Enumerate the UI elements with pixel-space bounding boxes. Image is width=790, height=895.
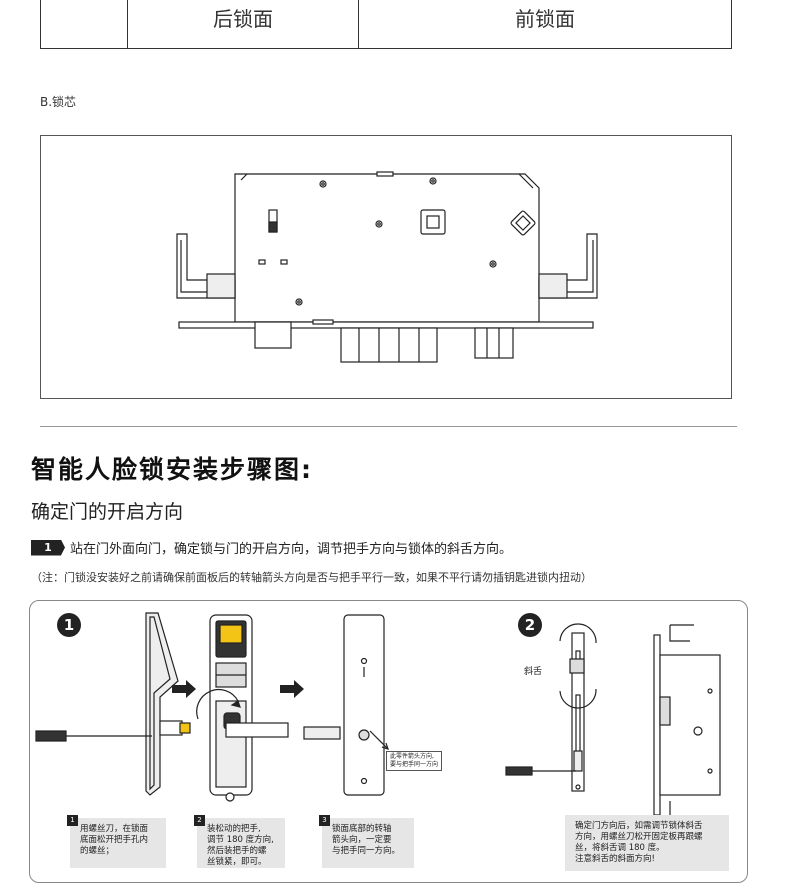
step-number-badge: 1 xyxy=(31,539,65,556)
panel-1-number: 1 xyxy=(57,613,81,637)
caption-1-line-3: 的螺丝； xyxy=(80,846,115,856)
caption-4-line-2: 方向，用螺丝刀松开固定板再跟螺 xyxy=(575,832,703,842)
installation-diagram: 1 2 斜舌 此零件箭头方向, 要与把手同一方向 1 用螺丝刀，在锁面 底面松开… xyxy=(29,600,748,883)
lock-face-table: 后锁面 前锁面 xyxy=(40,0,732,49)
lock-body-illustration xyxy=(176,171,598,363)
callout-line-1: 此零件箭头方向, xyxy=(390,753,434,760)
caption-4-line-3: 丝，将斜舌调 180 度。 xyxy=(575,843,665,853)
installation-illustration xyxy=(35,612,721,818)
caption-2-line-2: 调节 180 度方向, xyxy=(207,835,274,845)
caption-4-line-1: 确定门方向后，如需调节锁体斜舌 xyxy=(575,821,703,831)
caption-4: 确定门方向后，如需调节锁体斜舌 方向，用螺丝刀松开固定板再跟螺 丝，将斜舌调 1… xyxy=(565,815,729,871)
table-header-back-face: 后锁面 xyxy=(128,0,359,48)
page-subtitle: 确定门的开启方向 xyxy=(31,501,184,523)
caption-3-line-3: 与把手同一方向。 xyxy=(332,846,401,856)
callout-line-2: 要与把手同一方向 xyxy=(390,761,439,768)
latch-label: 斜舌 xyxy=(524,667,543,677)
caption-2-line-1: 装松动的把手, xyxy=(207,824,261,834)
caption-1-line-1: 用螺丝刀，在锁面 xyxy=(80,824,149,834)
caption-3-line-1: 锁面底部的转轴 xyxy=(332,824,392,834)
section-divider xyxy=(40,426,737,427)
caption-1-number: 1 xyxy=(67,815,78,826)
step-1-text: 站在门外面向门，确定锁与门的开启方向，调节把手方向与锁体的斜舌方向。 xyxy=(70,542,513,557)
caption-2: 2 装松动的把手, 调节 180 度方向, 然后装把手的螺 丝锁紧，即可。 xyxy=(194,815,285,868)
caption-3-number: 3 xyxy=(319,815,330,826)
panel-2-number: 2 xyxy=(518,613,542,637)
page-title: 智能人脸锁安装步骤图: xyxy=(31,455,313,484)
step-1-row: 1 站在门外面向门，确定锁与门的开启方向，调节把手方向与锁体的斜舌方向。 xyxy=(31,538,512,557)
spindle-callout: 此零件箭头方向, 要与把手同一方向 xyxy=(386,751,443,771)
installation-note: （注：门锁没安装好之前请确保前面板后的转轴箭头方向是否与把手平行一致，如果不平行… xyxy=(31,571,592,584)
section-b-label: B.锁芯 xyxy=(40,95,77,109)
caption-2-line-4: 丝锁紧，即可。 xyxy=(207,857,267,867)
caption-1-line-2: 底面松开把手孔内 xyxy=(80,835,149,845)
caption-4-line-4: 注意斜舌的斜面方向! xyxy=(575,854,655,864)
lock-body-figure xyxy=(40,135,732,399)
table-cell-empty xyxy=(41,0,128,48)
caption-3: 3 锁面底部的转轴 箭头向，一定要 与把手同一方向。 xyxy=(319,815,414,868)
caption-1: 1 用螺丝刀，在锁面 底面松开把手孔内 的螺丝； xyxy=(67,815,166,868)
caption-2-number: 2 xyxy=(194,815,205,826)
caption-2-line-3: 然后装把手的螺 xyxy=(207,846,267,856)
caption-3-line-2: 箭头向，一定要 xyxy=(332,835,392,845)
table-header-front-face: 前锁面 xyxy=(515,6,575,31)
